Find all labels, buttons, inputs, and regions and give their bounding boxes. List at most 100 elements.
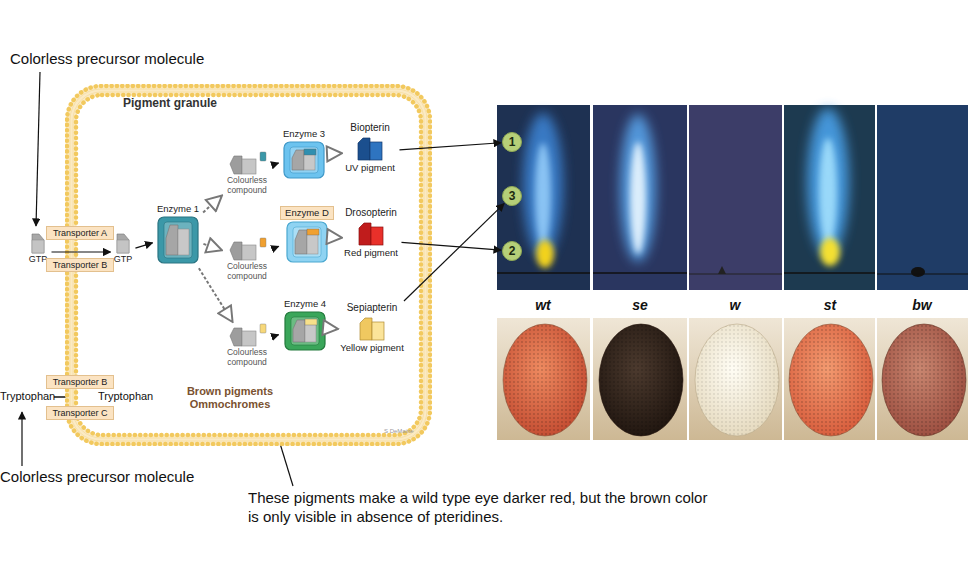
granule-heading: Pigment granule xyxy=(123,98,217,109)
enzyme-shape: Enzyme 3 xyxy=(280,128,328,182)
cofactor-piece xyxy=(304,149,316,155)
fluorescent-spot xyxy=(807,108,849,256)
strip-background xyxy=(593,105,687,290)
molecule-icon xyxy=(112,232,134,254)
compound-shape xyxy=(230,242,242,260)
node-label: Colourless compound xyxy=(222,348,272,367)
node-label: Drosopterin xyxy=(345,207,397,219)
annotation: These pigments make a wild type eye dark… xyxy=(248,488,718,526)
pigment-face xyxy=(371,227,383,245)
annotation: Colorless precursor molecule xyxy=(0,468,260,486)
strain-label: w xyxy=(715,297,755,314)
fly-eye xyxy=(789,324,873,436)
enzyme-icon xyxy=(280,310,330,352)
compound-icon xyxy=(222,236,272,262)
annotation: Colorless precursor molecule xyxy=(10,50,270,68)
reaction-arrow xyxy=(329,152,340,155)
node-label: Sepiapterin xyxy=(347,302,398,314)
node-label: Transporter B xyxy=(53,259,108,271)
enzyme-icon xyxy=(154,215,202,265)
eye-facets xyxy=(599,324,683,436)
flow-arrow xyxy=(273,163,278,165)
lipid-heads xyxy=(76,95,421,435)
reaction-arrow xyxy=(331,327,336,329)
compound-face xyxy=(242,159,256,174)
enzyme-pocket xyxy=(164,222,192,258)
strain-label: bw xyxy=(902,297,942,314)
molecule-label: Tryptophan xyxy=(98,390,158,403)
node-label: GTP xyxy=(114,254,133,265)
compound-icon: Colourless compound xyxy=(222,322,272,368)
substrate-shape xyxy=(295,230,307,254)
fluorescent-spot xyxy=(630,142,646,254)
node-label: Colourless compound xyxy=(222,262,272,281)
enzyme-pocket xyxy=(290,147,318,173)
callout-number: 2 xyxy=(502,241,522,261)
watermark: S DeMaine xyxy=(384,428,428,435)
pigment-icon: DrosopterinRed pigment xyxy=(342,207,400,273)
compound-icon xyxy=(222,322,272,348)
cofactor-piece xyxy=(307,229,319,235)
eye-facets xyxy=(882,324,966,436)
node-label: Yellow pigment xyxy=(340,342,404,354)
substrate-face xyxy=(305,324,316,342)
lipid-tails xyxy=(73,92,424,438)
transporter-box: Transporter B xyxy=(46,258,114,272)
substrate-shape xyxy=(166,225,178,255)
enzyme-body xyxy=(284,142,324,178)
enzyme-shape: Enzyme 1 xyxy=(154,203,202,267)
strain-label: st xyxy=(810,297,850,314)
membrane-band xyxy=(71,90,426,440)
pigment-shape xyxy=(359,223,371,245)
strip-background xyxy=(689,105,782,290)
strip-background xyxy=(877,105,968,290)
origin-line xyxy=(784,272,875,274)
cofactor-piece xyxy=(260,152,266,161)
chromatography-strips xyxy=(497,105,968,290)
compound-icon xyxy=(222,150,272,176)
photo-background xyxy=(497,318,590,440)
substrate-shape xyxy=(292,150,304,170)
pigment-icon xyxy=(355,134,385,162)
eye-photos xyxy=(497,318,968,440)
transporter-box: Transporter A xyxy=(46,226,114,240)
photo-background xyxy=(689,318,782,440)
yellow-spot xyxy=(536,240,554,268)
photo-background xyxy=(593,318,687,440)
strain-label: wt xyxy=(523,297,563,314)
molecule-face xyxy=(117,240,129,253)
compound-face xyxy=(242,245,256,260)
compound-shape xyxy=(230,328,242,346)
enzyme-icon xyxy=(280,140,328,180)
molecule-label: Tryptophan xyxy=(0,390,60,403)
origin-spot xyxy=(718,266,726,274)
origin-line xyxy=(497,272,590,274)
fly-eye xyxy=(882,324,966,436)
substrate-face xyxy=(307,234,318,254)
substrate-face xyxy=(178,229,189,255)
strip-background xyxy=(784,105,875,290)
lipid-tails xyxy=(70,89,427,441)
callout-number: 1 xyxy=(502,132,522,152)
node-label: GTP xyxy=(29,254,48,265)
node-label: Enzyme D xyxy=(280,206,334,220)
reaction-arrow xyxy=(203,244,220,250)
flow-arrow xyxy=(273,335,278,337)
photo-background xyxy=(877,318,968,440)
fluorescent-spot xyxy=(819,138,837,246)
enzyme-body xyxy=(285,312,325,350)
lipid-heads xyxy=(67,86,430,444)
node-label: Transporter C xyxy=(52,407,107,419)
node-label: Transporter B xyxy=(53,376,108,388)
reaction-arrow xyxy=(199,268,232,320)
reaction-arrow xyxy=(203,196,221,212)
pigment-icon: BiopterinUV pigment xyxy=(342,122,398,182)
flow-arrow xyxy=(401,242,501,250)
fluorescent-spot xyxy=(523,113,563,257)
eye-facets xyxy=(503,324,587,436)
cofactor-piece xyxy=(260,324,266,333)
node-label: Red pigment xyxy=(344,247,398,259)
cofactor-piece xyxy=(260,238,266,247)
fly-eye xyxy=(503,324,587,436)
